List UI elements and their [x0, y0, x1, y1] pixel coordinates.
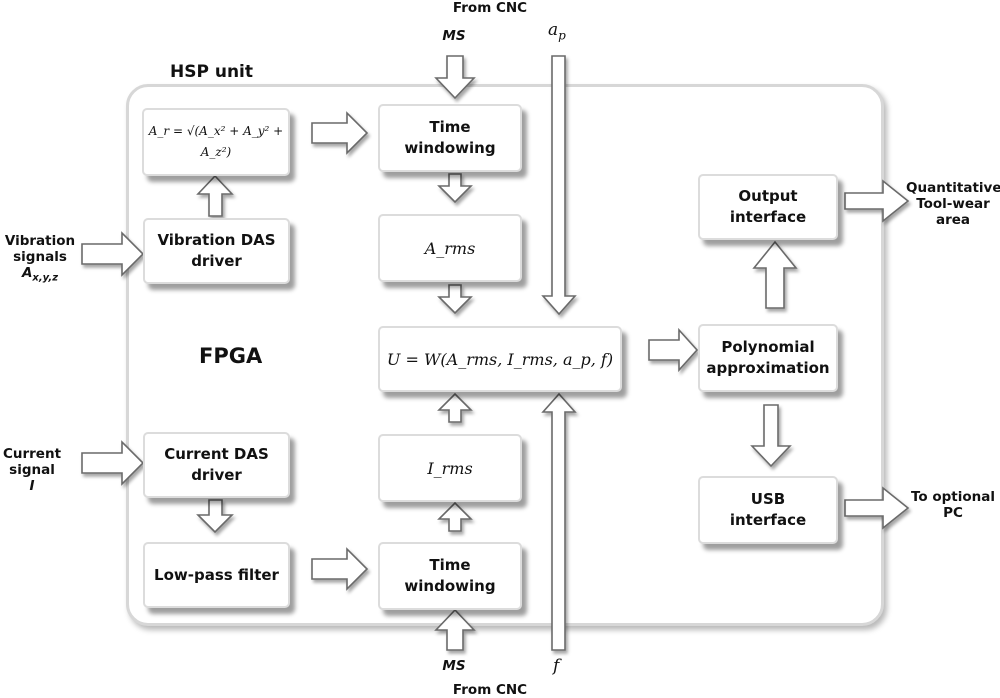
- ap-down-arrow: [541, 55, 577, 316]
- unit-title: HSP unit: [170, 62, 254, 82]
- poly-to-output-arrow: [752, 240, 798, 309]
- ms-bottom-arrow: [434, 608, 476, 651]
- ms-bottom-label: MS: [442, 658, 466, 674]
- poly-to-usb-arrow: [750, 404, 792, 468]
- output-to-toolwear-arrow: [844, 179, 910, 223]
- pc-output-label: To optional PC: [910, 489, 996, 521]
- fpga-label: FPGA: [199, 344, 263, 368]
- from-cnc-bottom-label: From CNC: [452, 682, 528, 698]
- vibration-signals-label: Vibration signals Ax,y,z: [4, 233, 76, 284]
- irms-to-u-arrow: [437, 392, 473, 423]
- f-up-arrow: [541, 392, 577, 651]
- f-label: f: [553, 656, 560, 676]
- irms-block: I_rms: [378, 434, 522, 502]
- u-formula-block: U = W(A_rms, I_rms, a_p, f): [378, 326, 622, 392]
- vibration-in-arrow: [81, 231, 145, 277]
- curdas-to-lowpass-arrow: [196, 499, 234, 534]
- tw-to-irms-arrow: [437, 501, 473, 532]
- current-in-arrow: [81, 440, 145, 486]
- arms-block: A_rms: [378, 214, 522, 282]
- ms-top-label: MS: [442, 28, 466, 44]
- lowpass-to-tw-arrow: [311, 547, 369, 591]
- usb-to-pc-arrow: [844, 486, 910, 530]
- tool-wear-output-label: Quantitative Tool-wear area: [906, 180, 1000, 228]
- vibdas-to-ar-arrow: [196, 174, 234, 217]
- ap-label: ap: [548, 20, 566, 43]
- low-pass-filter-block: Low-pass filter: [143, 542, 290, 608]
- from-cnc-top-label: From CNC: [452, 0, 528, 16]
- tw-to-arms-arrow: [437, 173, 473, 204]
- u-to-poly-arrow: [648, 327, 699, 373]
- arms-to-u-arrow: [437, 284, 473, 315]
- ms-top-arrow: [434, 55, 476, 100]
- ar-to-tw-arrow: [311, 111, 369, 155]
- ar-formula-block: A_r = √(A_x² + A_y² + A_z²): [142, 108, 290, 176]
- current-signal-label: Current signal I: [2, 446, 62, 494]
